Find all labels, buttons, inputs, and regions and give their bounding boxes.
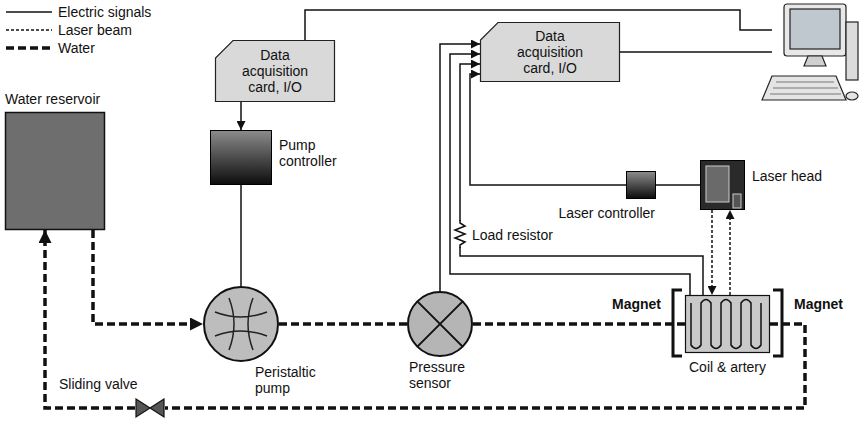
magnet-label: Magnet bbox=[612, 296, 661, 312]
laser-head-box: Laser head bbox=[700, 160, 745, 210]
node-outline bbox=[627, 172, 655, 198]
node-text: Data acquisition card, I/O bbox=[502, 28, 598, 76]
magnet-label: Magnet bbox=[794, 296, 843, 312]
water-line bbox=[279, 322, 407, 326]
node-outline bbox=[5, 112, 105, 230]
water-reservoir: Water reservoir bbox=[5, 112, 105, 230]
sensor-circle: Pressure sensor bbox=[407, 291, 473, 357]
signal-wire bbox=[470, 74, 626, 185]
legend-line bbox=[6, 11, 52, 13]
node-label: Pressure sensor bbox=[409, 359, 481, 391]
pump-controller-box: Pump controller bbox=[210, 130, 272, 185]
legend-text: Laser beam bbox=[58, 22, 132, 38]
laser-beam bbox=[729, 210, 731, 295]
resistor-label: Load resistor bbox=[472, 227, 553, 243]
node-label: Water reservoir bbox=[5, 91, 100, 107]
node-outline bbox=[203, 286, 279, 362]
signal-wire bbox=[240, 185, 242, 286]
node-label: Pump controller bbox=[279, 137, 361, 169]
signal-wire bbox=[240, 102, 242, 130]
node-label: Coil & artery bbox=[670, 359, 785, 375]
computer bbox=[762, 4, 858, 100]
node-outline bbox=[700, 160, 745, 210]
signal-wire bbox=[450, 54, 690, 295]
legend-text: Water bbox=[58, 40, 95, 56]
legend-line bbox=[6, 29, 52, 31]
node-outline bbox=[685, 295, 770, 353]
water-line bbox=[93, 230, 203, 324]
laser-controller-box: Laser controller bbox=[626, 171, 656, 199]
signal-wire bbox=[656, 184, 700, 186]
node-outline bbox=[135, 398, 165, 418]
signal-wire bbox=[460, 64, 703, 295]
legend-text: Electric signals bbox=[58, 4, 151, 20]
node-label: Laser head bbox=[752, 168, 822, 184]
node-outline bbox=[407, 291, 473, 357]
pump-circle: Peristaltic pump bbox=[203, 286, 279, 362]
node-label: Laser controller bbox=[559, 205, 656, 221]
node-label: Peristaltic pump bbox=[255, 364, 337, 396]
resistor-symbol bbox=[453, 220, 467, 248]
legend-line bbox=[6, 46, 52, 50]
daq-card: Data acquisition card, I/O bbox=[215, 40, 335, 102]
node-outline bbox=[211, 131, 271, 184]
node-text: Data acquisition card, I/O bbox=[227, 47, 323, 95]
valve-symbol: Sliding valve bbox=[135, 398, 165, 418]
coil-box: Coil & artery bbox=[685, 295, 770, 353]
laser-beam bbox=[711, 210, 713, 295]
water-line bbox=[473, 322, 685, 326]
node-label: Sliding valve bbox=[59, 376, 138, 392]
daq-card: Data acquisition card, I/O bbox=[480, 22, 620, 82]
signal-wire bbox=[620, 51, 772, 53]
